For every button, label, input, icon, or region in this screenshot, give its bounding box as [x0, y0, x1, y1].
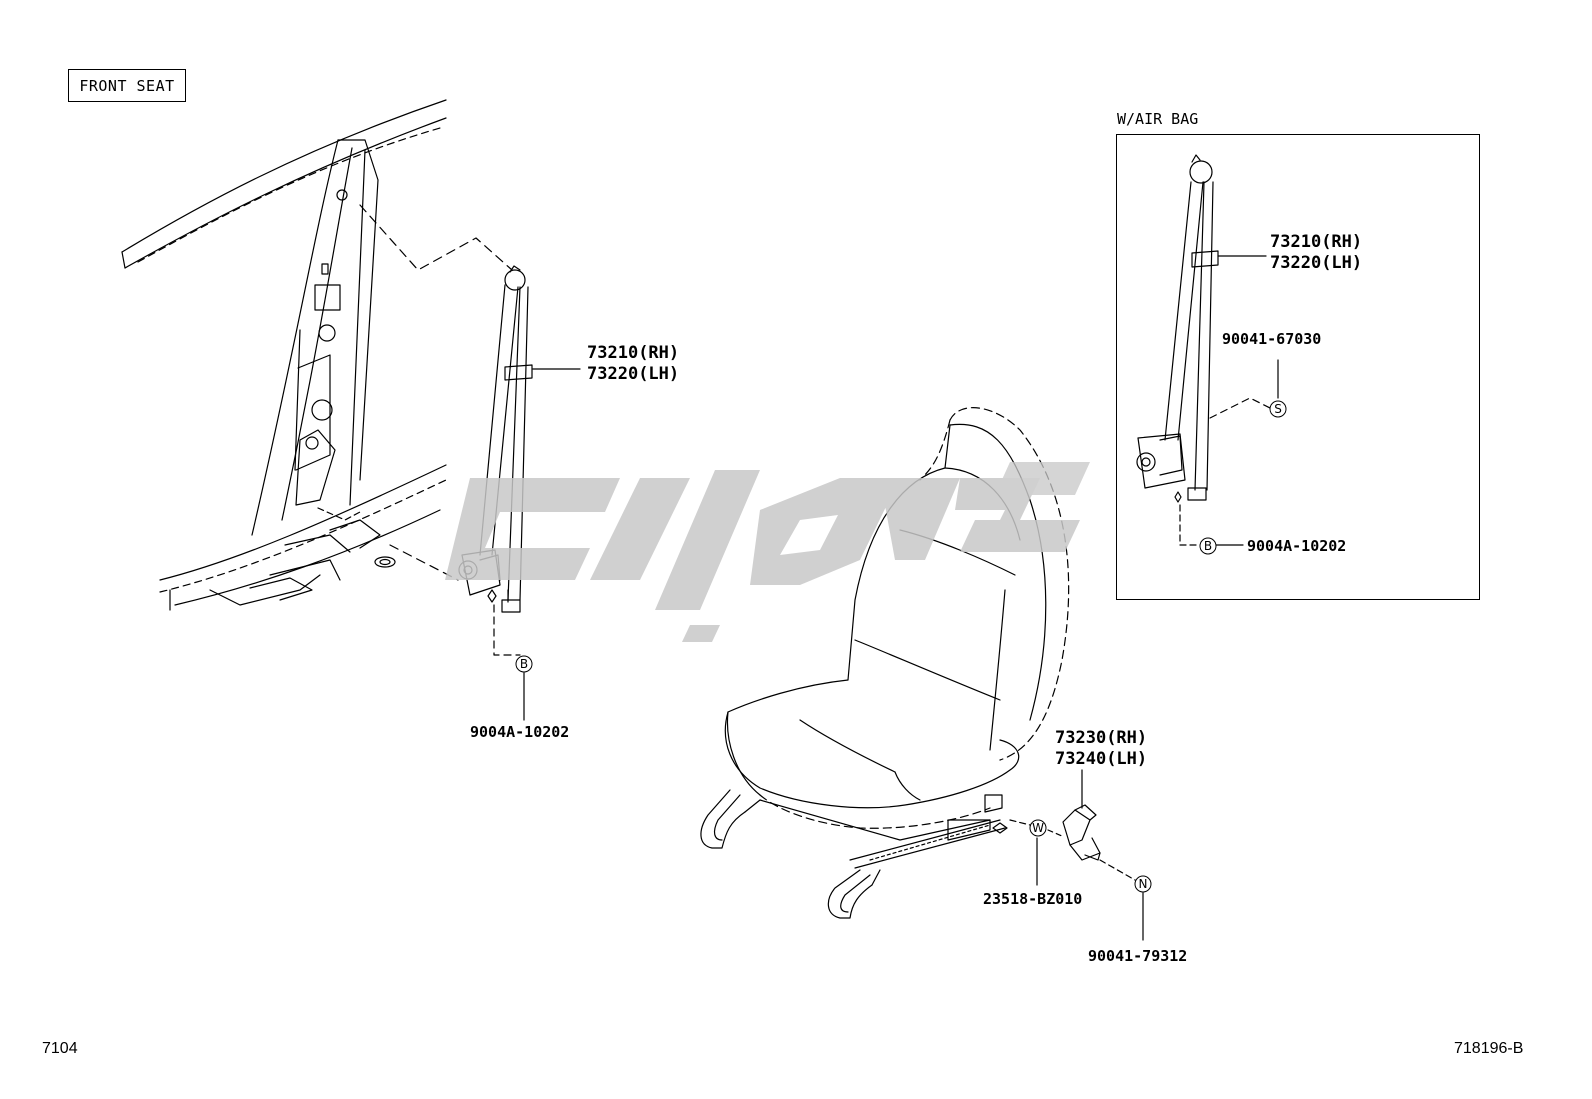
callout-s-text: S [1274, 402, 1282, 416]
pn-73210-inset: 73210 [1270, 232, 1322, 252]
footer-figure-id: 718196-B [1454, 1040, 1524, 1057]
pn-73210-main-suffix: (RH) [638, 343, 680, 363]
callout-w [1029, 819, 1047, 837]
seat-belt-buckle [1062, 804, 1101, 861]
pn-73210-inset-suffix: (RH) [1321, 232, 1363, 252]
callout-s-inset [1269, 400, 1287, 418]
pn-73230-suffix: (RH) [1106, 728, 1148, 748]
callout-b-main [515, 655, 533, 673]
b-pillar-body [121, 99, 447, 611]
label-bolt-main: 9004A-10202 [470, 723, 570, 741]
callout-b-inset-text: B [1204, 539, 1212, 553]
diagram-title: FRONT SEAT [68, 69, 186, 102]
label-nut: 90041-79312 [1088, 947, 1188, 965]
label-clip-inset: 90041-67030 [1222, 330, 1322, 348]
washer-leader [1009, 819, 1031, 826]
callout-markers [515, 400, 1287, 893]
inset-caption: W/AIR BAG [1117, 110, 1199, 128]
callout-w-text: W [1032, 821, 1044, 835]
pn-73220-inset-suffix: (LH) [1321, 253, 1363, 273]
anchor-leader-main [359, 204, 513, 271]
callout-n [1134, 875, 1152, 893]
label-bolt-inset: 9004A-10202 [1247, 537, 1347, 555]
label-belt-main: 73210(RH) 73220(LH) [587, 345, 679, 383]
bolt-leader-main [493, 604, 521, 656]
washer-to-buckle [1047, 829, 1063, 837]
watermark-logo [445, 462, 1090, 642]
pn-73220-main: 73220 [587, 364, 639, 384]
label-washer: 23518-BZ010 [983, 890, 1083, 908]
callout-b-inset [1199, 537, 1217, 555]
callout-n-text: N [1139, 877, 1148, 891]
clip-leader-inset [1209, 397, 1271, 419]
inset-frame [1116, 134, 1480, 600]
label-buckle: 73230(RH) 73240(LH) [1055, 730, 1147, 768]
pn-73240-suffix: (LH) [1106, 749, 1148, 769]
footer-page-code: 7104 [42, 1040, 78, 1057]
bolt-leader-inset [1179, 504, 1201, 546]
pn-73240: 73240 [1055, 749, 1107, 769]
pn-73220-main-suffix: (LH) [638, 364, 680, 384]
label-belt-inset: 73210(RH) 73220(LH) [1270, 234, 1362, 272]
callout-b-main-text: B [520, 657, 528, 671]
pn-73220-inset: 73220 [1270, 253, 1322, 273]
diagram-title-text: FRONT SEAT [79, 76, 175, 95]
seat-belt-inset [1136, 154, 1219, 503]
pn-73210-main: 73210 [587, 343, 639, 363]
pn-73230: 73230 [1055, 728, 1107, 748]
nut-leader [1099, 859, 1136, 881]
